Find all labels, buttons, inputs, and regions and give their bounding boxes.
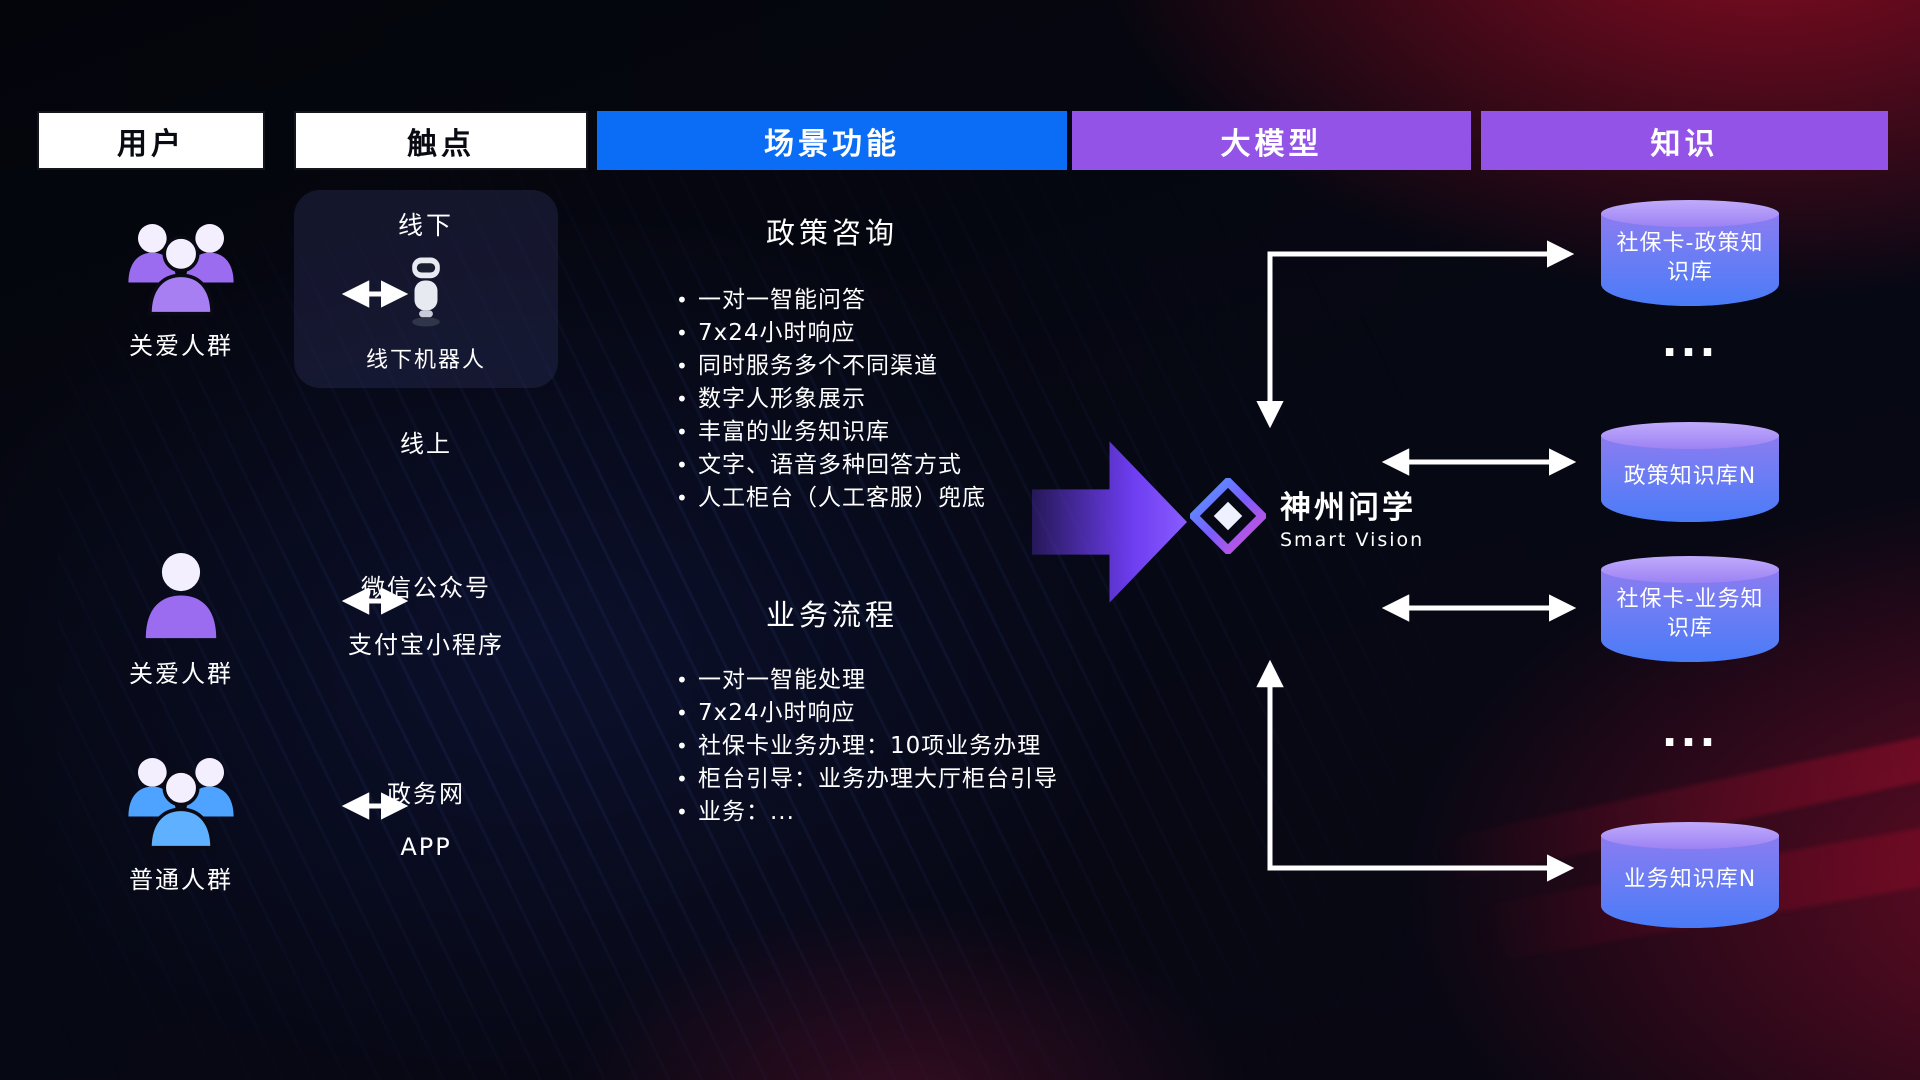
cylinder-body	[1601, 569, 1779, 662]
user-group-icon	[128, 757, 234, 850]
brand-subtitle: Smart Vision	[1280, 528, 1425, 551]
list-item: 社保卡业务办理：10项业务办理	[676, 730, 1058, 763]
user-group-caring-1: 关爱人群	[96, 218, 266, 361]
channel-wechat: 微信公众号	[361, 574, 491, 602]
list-item: 人工柜台（人工客服）兜底	[676, 482, 986, 515]
brand-text: 神州问学 Smart Vision	[1280, 482, 1424, 551]
list-item: 数字人形象展示	[676, 383, 986, 416]
offline-title: 线下	[397, 211, 454, 240]
channel-alipay: 支付宝小程序	[348, 631, 504, 659]
cylinder-top	[1601, 422, 1779, 449]
channel-gov-web: 政务网	[387, 780, 465, 808]
db-label: 政策知识库N	[1623, 464, 1757, 490]
diamond-logo-icon	[1190, 478, 1266, 554]
cylinder-top	[1601, 822, 1779, 849]
db-label: 社保卡-政策知识库	[1616, 230, 1764, 285]
online-title: 线上	[400, 430, 452, 458]
brand-logo: 神州问学 Smart Vision	[1190, 478, 1424, 554]
user-caring-2: 关爱人群	[96, 550, 266, 689]
db-label: 社保卡-业务知识库	[1616, 586, 1764, 641]
knowledge-db-policy-ssc: 社保卡-政策知识库	[1601, 200, 1779, 306]
header-touchpoints: 触点	[294, 111, 588, 170]
scene-policy-list: 一对一智能问答 7x24小时响应 同时服务多个不同渠道 数字人形象展示 丰富的业…	[676, 284, 986, 515]
user-label: 关爱人群	[129, 332, 233, 360]
cylinder-body	[1601, 435, 1779, 522]
header-users: 用户	[37, 111, 265, 170]
ellipsis: ...	[1661, 317, 1719, 366]
user-label: 关爱人群	[129, 660, 233, 688]
knowledge-db-business-ssc: 社保卡-业务知识库	[1601, 556, 1779, 662]
list-item: 业务：...	[676, 796, 1058, 829]
cylinder-top	[1601, 556, 1779, 583]
cylinder-body	[1601, 213, 1779, 306]
cylinder-top	[1601, 200, 1779, 227]
list-item: 丰富的业务知识库	[676, 416, 986, 449]
list-item: 文字、语音多种回答方式	[676, 449, 986, 482]
list-item: 一对一智能处理	[676, 664, 1058, 697]
user-label: 普通人群	[129, 866, 233, 894]
knowledge-db-business-n: 业务知识库N	[1601, 822, 1779, 928]
offline-robot-label: 线下机器人	[365, 348, 486, 373]
robot-icon	[412, 257, 440, 327]
header-knowledge: 知识	[1481, 111, 1888, 170]
user-icon	[145, 553, 217, 639]
db-label: 业务知识库N	[1623, 867, 1757, 893]
scene-business-list: 一对一智能处理 7x24小时响应 社保卡业务办理：10项业务办理 柜台引导：业务…	[676, 664, 1058, 829]
ellipsis: ...	[1661, 707, 1719, 756]
offline-touchpoint-card: 线下 线下机器人	[294, 190, 558, 388]
list-item: 7x24小时响应	[676, 697, 1058, 730]
knowledge-db-policy-n: 政策知识库N	[1601, 422, 1779, 522]
user-group-general: 普通人群	[96, 752, 266, 895]
user-group-icon	[128, 223, 234, 316]
list-item: 7x24小时响应	[676, 317, 986, 350]
scene-title-policy: 政策咨询	[765, 216, 898, 250]
list-item: 一对一智能问答	[676, 284, 986, 317]
brand-name: 神州问学	[1280, 489, 1416, 526]
cylinder-body	[1601, 835, 1779, 928]
list-item: 同时服务多个不同渠道	[676, 350, 986, 383]
header-large-model: 大模型	[1072, 111, 1471, 170]
header-scene-functions: 场景功能	[597, 111, 1067, 170]
list-item: 柜台引导：业务办理大厅柜台引导	[676, 763, 1058, 796]
channel-app: APP	[400, 833, 452, 861]
scene-title-business: 业务流程	[765, 598, 898, 632]
